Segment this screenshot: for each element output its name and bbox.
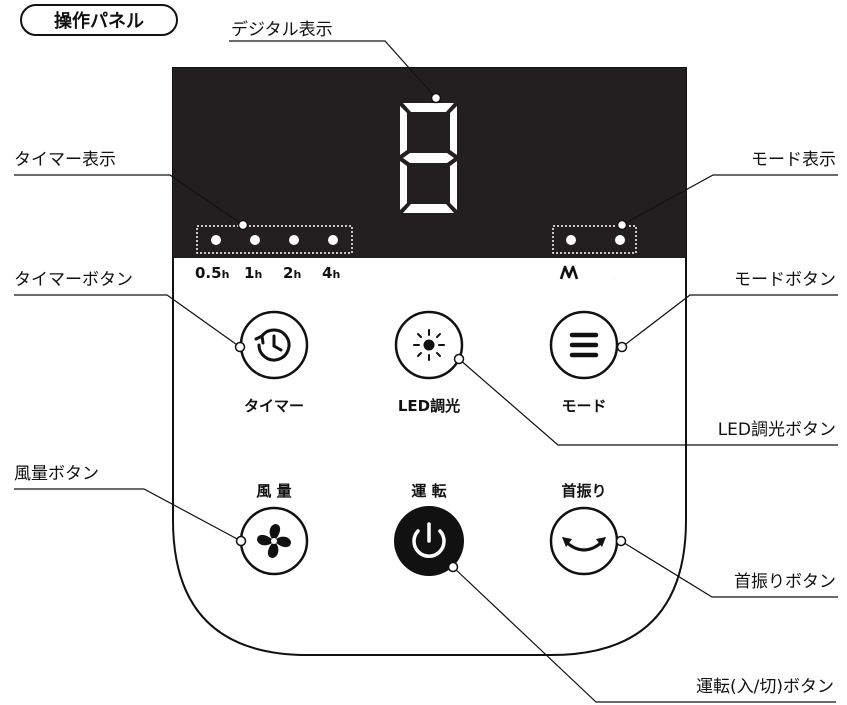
fan-icon [257, 524, 291, 558]
timer-button-label: タイマー [244, 397, 304, 415]
menu-icon [569, 332, 599, 358]
timer-label-05: 0.5h [195, 264, 229, 282]
digital-display-digit [400, 103, 457, 213]
swing-arrow-icon [562, 537, 606, 552]
led-dimmer-button[interactable] [394, 310, 464, 380]
timer-button[interactable] [239, 310, 309, 380]
rhythm-wind-icon [559, 265, 579, 280]
mode-led-group [552, 225, 637, 254]
mode-button[interactable] [549, 310, 619, 380]
callout-fan-button: 風量ボタン [14, 464, 99, 484]
swing-button[interactable] [549, 506, 619, 576]
callout-power-button: 運転(入/切)ボタン [696, 677, 834, 697]
callout-timer-button: タイマーボタン [14, 270, 133, 290]
timer-label-2: 2h [283, 264, 301, 282]
timer-led-group [196, 225, 353, 254]
callout-lines [14, 40, 838, 703]
sun-icon [413, 329, 445, 361]
page-title: 操作パネル [20, 4, 178, 36]
callout-digital-display: デジタル表示 [231, 19, 333, 40]
power-button-label: 運 転 [411, 482, 446, 500]
timer-led-2 [289, 235, 299, 245]
mode-led-rhythm [566, 235, 576, 245]
fan-speed-button[interactable] [239, 506, 309, 576]
timer-led-1 [250, 235, 260, 245]
mode-button-label: モード [561, 397, 606, 415]
callout-mode-button: モードボタン [734, 270, 836, 290]
led-dimmer-button-label: LED調光 [398, 397, 460, 415]
timer-label-1: 1h [244, 264, 262, 282]
callout-swing-button: 首振りボタン [734, 572, 836, 592]
power-icon [412, 522, 446, 558]
timer-led-4 [328, 235, 338, 245]
power-button[interactable] [394, 506, 464, 576]
timer-label-4: 4h [322, 264, 340, 282]
callout-dots [234, 92, 628, 573]
mode-led-sleep [615, 235, 625, 245]
swing-button-label: 首振り [561, 482, 606, 500]
callout-led-button: LED調光ボタン [718, 420, 836, 440]
clock-icon [254, 328, 291, 362]
timer-led-05 [211, 235, 221, 245]
callout-mode-display: モード表示 [751, 150, 836, 170]
fan-button-label: 風 量 [256, 482, 291, 500]
callout-timer-display: タイマー表示 [14, 150, 116, 170]
